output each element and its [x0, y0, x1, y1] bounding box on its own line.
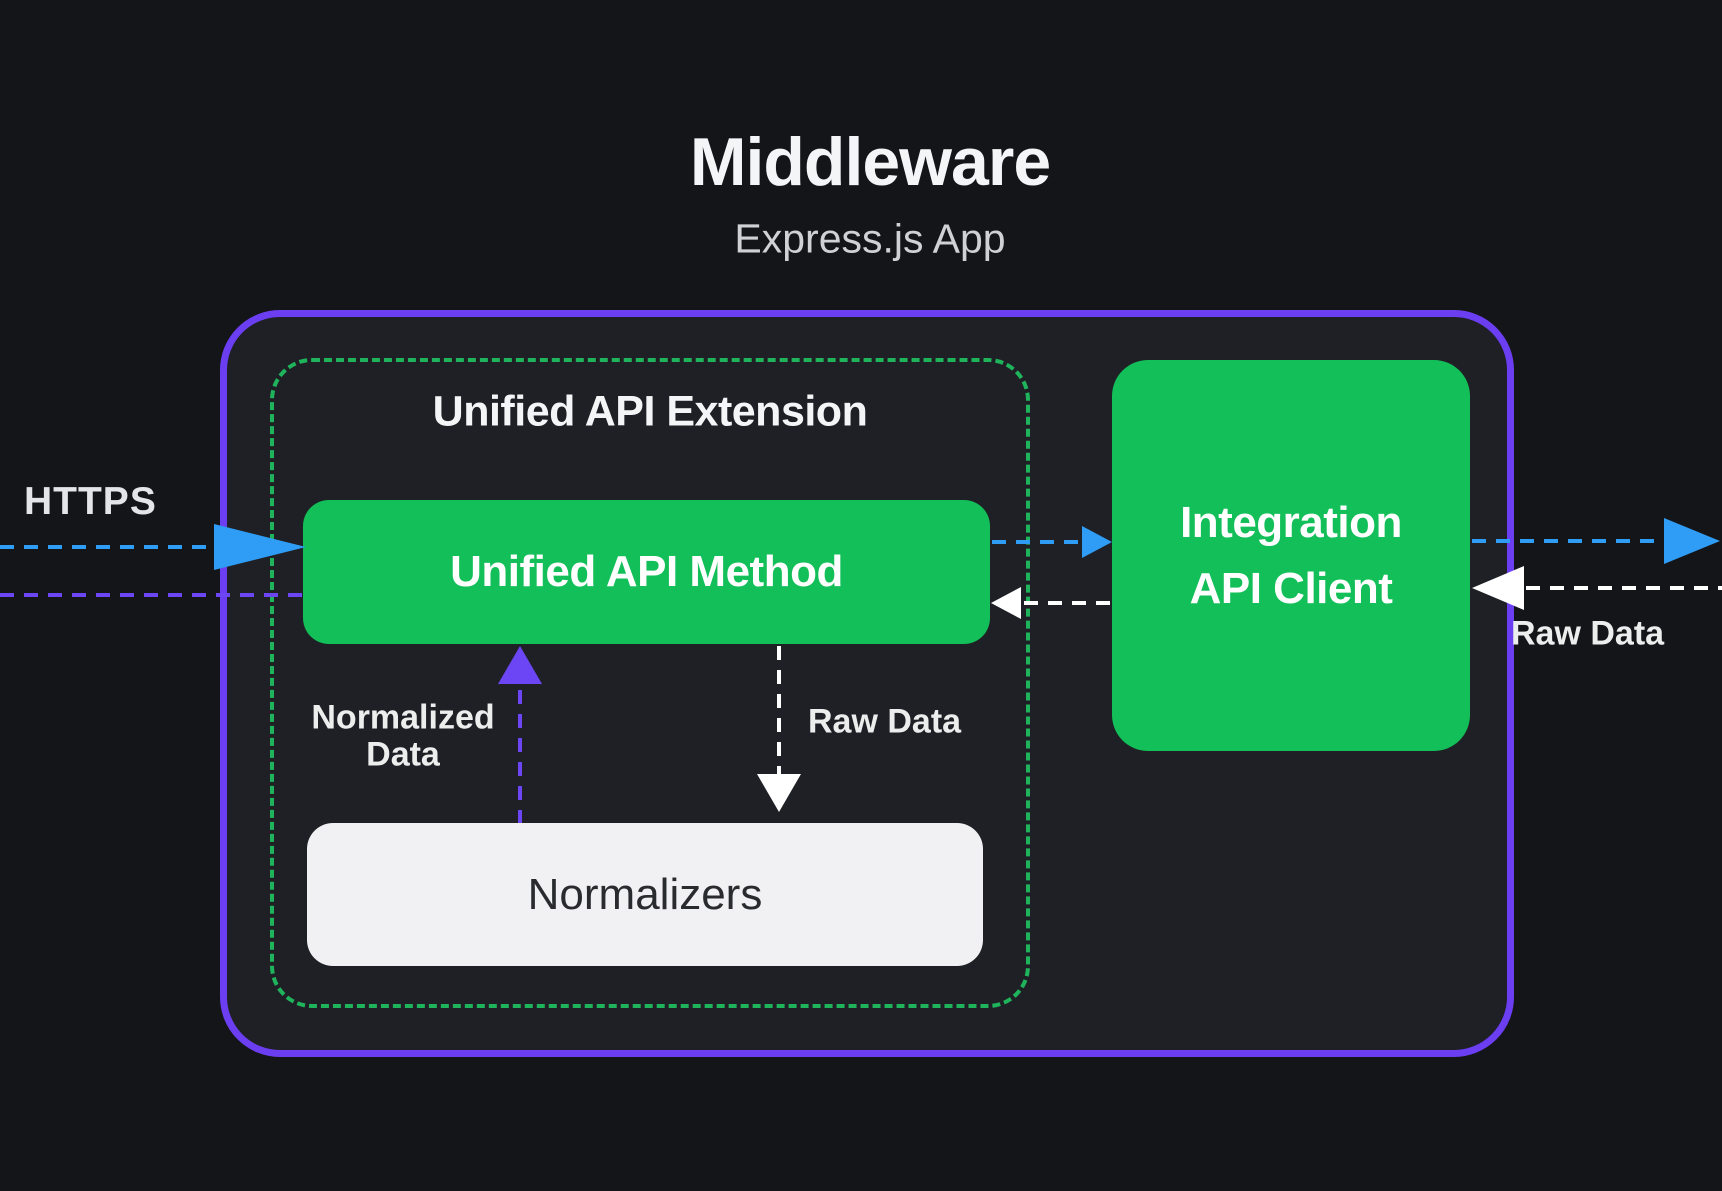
normalized-data-label: Normalized Data: [311, 698, 495, 774]
unified-api-method-node: Unified API Method: [303, 500, 990, 644]
normalizers-label: Normalizers: [527, 869, 763, 919]
raw-data-inbound-line: [1526, 586, 1722, 590]
https-response-line: [0, 593, 303, 597]
raw-data-right-label: Raw Data: [1511, 614, 1665, 653]
normalizers-node: Normalizers: [307, 823, 983, 966]
page-title: Middleware: [689, 124, 1051, 200]
normalizers-to-method-arrowhead-icon: [498, 646, 542, 684]
https-request-line: [0, 545, 222, 549]
page-subtitle: Express.js App: [734, 215, 1006, 262]
unified-api-extension-label: Unified API Extension: [432, 387, 868, 436]
normalizers-to-method-line: [518, 690, 522, 823]
client-to-method-line: [1024, 601, 1112, 605]
https-request-arrowhead-icon: [214, 524, 306, 570]
unified-api-extension-box: [270, 358, 1030, 1008]
https-label: HTTPS: [24, 480, 157, 523]
raw-data-inner-label: Raw Data: [808, 702, 962, 741]
raw-data-inbound-arrowhead-icon: [1472, 566, 1524, 610]
client-to-method-arrowhead-icon: [991, 587, 1021, 619]
integration-api-client-label: Integration API Client: [1180, 497, 1402, 613]
method-to-client-arrowhead-icon: [1082, 526, 1112, 558]
client-outbound-arrowhead-icon: [1664, 518, 1720, 564]
integration-api-client-node: Integration API Client: [1112, 360, 1470, 751]
method-to-normalizers-line: [777, 646, 781, 774]
method-to-client-line: [992, 540, 1088, 544]
unified-api-method-label: Unified API Method: [450, 547, 843, 596]
client-outbound-line: [1472, 539, 1672, 543]
method-to-normalizers-arrowhead-icon: [757, 774, 801, 812]
